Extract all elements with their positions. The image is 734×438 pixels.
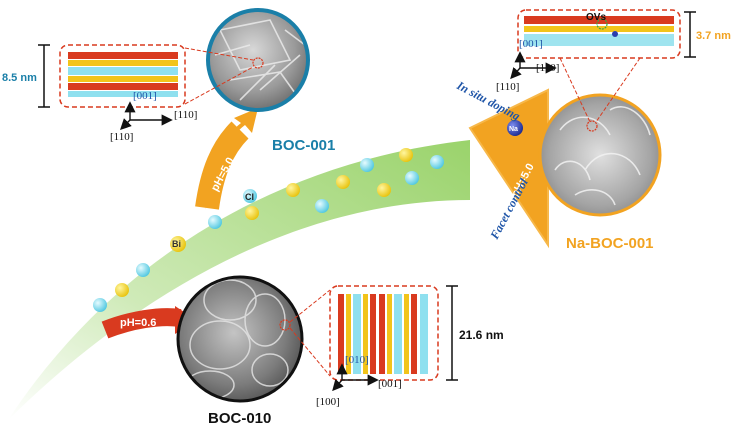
dir-b-boc001: [110] [174, 109, 197, 121]
cl-sphere [93, 298, 107, 312]
dir-b-naboc001: [110] [536, 62, 559, 74]
boc010-name: BOC-010 [208, 410, 271, 427]
ph-label-boc010: pH=0.6 [120, 317, 156, 329]
dir-c-boc010: [100] [316, 396, 340, 408]
cl-sphere [208, 215, 222, 229]
cl-sphere [243, 189, 257, 203]
bi-sphere [399, 148, 413, 162]
growth-band [8, 140, 470, 420]
boc001-name: BOC-001 [272, 137, 335, 154]
cl-sphere [430, 155, 444, 169]
na-label: Na [509, 126, 518, 133]
thickness-naboc001: 3.7 nm [696, 30, 731, 42]
dir-a-boc010: [010] [345, 354, 369, 366]
bi-sphere [336, 175, 350, 189]
cl-label: Cl [245, 192, 254, 202]
naboc001-name: Na-BOC-001 [566, 235, 654, 252]
ion-spheres [93, 148, 444, 312]
cl-sphere [360, 158, 374, 172]
cl-sphere [315, 199, 329, 213]
sem-image-boc010 [176, 275, 304, 403]
cl-sphere [136, 263, 150, 277]
cl-sphere [405, 171, 419, 185]
bi-sphere [286, 183, 300, 197]
sem-image-boc001 [206, 8, 310, 112]
bi-sphere [245, 206, 259, 220]
dir-a-boc001: [001] [133, 90, 157, 102]
dir-c-naboc001: [110] [496, 81, 519, 93]
bi-sphere [170, 236, 186, 252]
bi-sphere [115, 283, 129, 297]
bi-sphere [377, 183, 391, 197]
dir-a-naboc001: [001] [519, 38, 543, 50]
crystal-panel-boc001 [38, 44, 254, 130]
sem-image-naboc001 [538, 93, 662, 217]
crystal-panel-boc010 [289, 285, 458, 392]
crystal-panel-naboc001 [510, 9, 696, 123]
dir-c-boc001: [110] [110, 131, 133, 143]
ph-arrow-boc001 [195, 108, 258, 210]
dir-b-boc010: [001] [378, 378, 402, 390]
thickness-boc010: 21.6 nm [459, 328, 504, 342]
na-sphere [507, 120, 523, 136]
bi-label: Bi [172, 239, 181, 249]
thickness-boc001: 8.5 nm [2, 72, 37, 84]
vacancy-label: OVs [586, 12, 606, 23]
